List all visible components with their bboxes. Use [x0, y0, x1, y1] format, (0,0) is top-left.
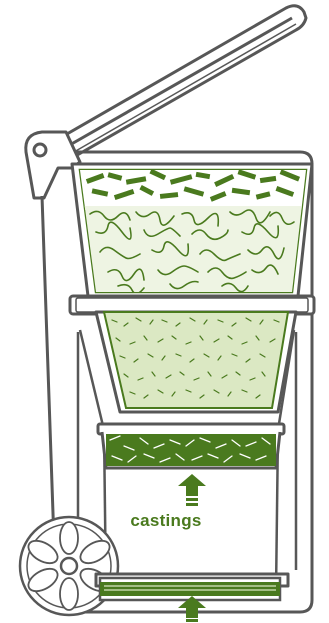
liquid-layer [100, 582, 280, 596]
castings-label: castings [96, 511, 236, 531]
lid [60, 6, 306, 158]
middle-tray [96, 312, 296, 412]
castings-arrow [178, 474, 206, 506]
food-scraps-layer [80, 169, 310, 296]
top-tray [72, 164, 312, 296]
castings-tray [98, 424, 284, 468]
